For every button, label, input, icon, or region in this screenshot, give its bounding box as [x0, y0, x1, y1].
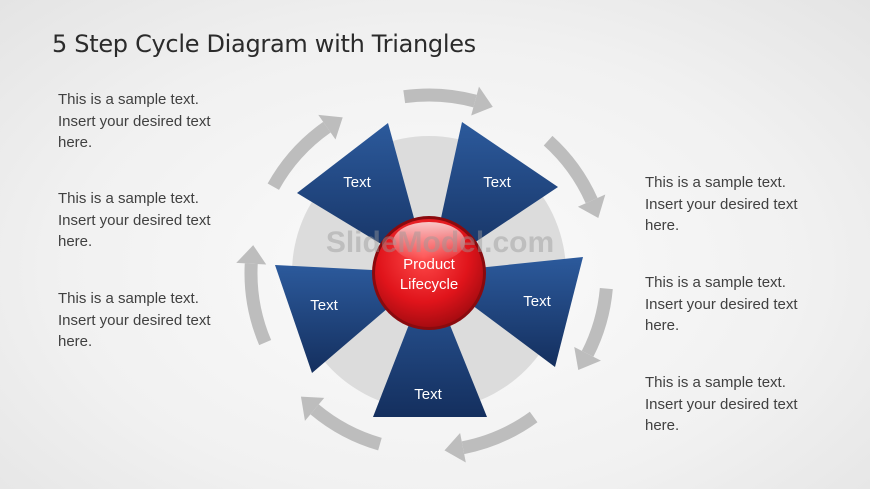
step-label: Text [523, 293, 551, 310]
cycle-arrow-head-icon [236, 245, 267, 265]
step-label: Text [414, 386, 442, 403]
cycle-arrow-head-icon [471, 86, 493, 116]
note-line: Insert your desired text [58, 211, 211, 229]
step-triangle-bottom: Text [373, 273, 487, 417]
center-label-line2: Lifecycle [400, 276, 458, 293]
note-line: Insert your desired text [58, 112, 211, 130]
note-line: Insert your desired text [645, 195, 798, 213]
cycle-arrow-shaft [543, 135, 598, 204]
note-line: This is a sample text. [645, 374, 786, 391]
note-line: here. [58, 333, 93, 350]
center-sphere: Product Lifecycle [372, 216, 486, 330]
right-note-3: This is a sample text. Insert your desir… [645, 372, 845, 437]
left-note-3: This is a sample text. Insert your desir… [58, 288, 258, 353]
note-line: This is a sample text. [58, 290, 199, 307]
cycle-arrow-head-icon [577, 194, 606, 218]
cycle-arrow-head-icon [318, 114, 343, 140]
left-note-2: This is a sample text. Insert your desir… [58, 188, 258, 253]
center-label-line1: Product [403, 256, 456, 273]
cycle-arrows [236, 86, 613, 463]
note-line: here. [58, 233, 93, 250]
step-label: Text [310, 297, 338, 314]
note-line: Insert your desired text [58, 311, 211, 329]
cycle-arrow-shaft [244, 263, 272, 346]
right-note-1: This is a sample text. Insert your desir… [645, 172, 845, 237]
note-line: This is a sample text. [58, 91, 199, 108]
cycle-arrow-shaft [581, 287, 613, 357]
sphere-highlight [393, 222, 465, 262]
note-line: This is a sample text. [645, 174, 786, 191]
cycle-arrow-shaft [461, 411, 538, 455]
cycle-arrow-shaft [310, 404, 382, 451]
note-line: This is a sample text. [58, 190, 199, 207]
triangle-shape [373, 273, 487, 417]
watermark: SlideModel.com [326, 226, 554, 259]
note-line: here. [645, 317, 680, 334]
note-line: Insert your desired text [645, 395, 798, 413]
note-line: here. [645, 217, 680, 234]
cycle-arrow-head-icon [574, 347, 601, 370]
note-line: Insert your desired text [645, 295, 798, 313]
left-note-1: This is a sample text. Insert your desir… [58, 89, 258, 154]
cycle-arrow-head-icon [444, 433, 466, 463]
note-line: here. [645, 417, 680, 434]
slide-title: 5 Step Cycle Diagram with Triangles [52, 30, 476, 58]
cycle-arrow-shaft [403, 88, 477, 108]
step-label: Text [343, 174, 371, 191]
cycle-arrow-head-icon [300, 396, 325, 421]
step-label: Text [483, 174, 511, 191]
right-note-2: This is a sample text. Insert your desir… [645, 272, 845, 337]
cycle-arrow-shaft [267, 121, 331, 190]
note-line: This is a sample text. [645, 274, 786, 291]
note-line: here. [58, 134, 93, 151]
